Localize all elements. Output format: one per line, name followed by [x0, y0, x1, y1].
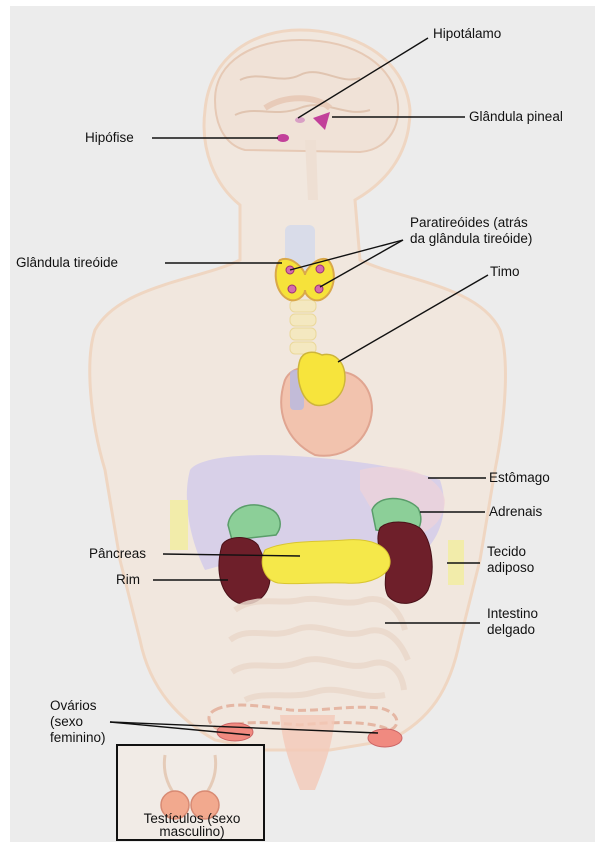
- label-timo: Timo: [490, 264, 520, 280]
- label-rim: Rim: [116, 572, 140, 588]
- pancreas: [262, 540, 390, 584]
- label-glandula-pineal: Glândula pineal: [469, 109, 563, 125]
- label-testiculos: Testículos (sexo masculino): [140, 812, 244, 838]
- label-pancreas: Pâncreas: [89, 546, 146, 562]
- label-ovarios-line2: (sexo: [50, 714, 106, 730]
- label-tecido-adiposo: Tecido adiposo: [487, 544, 534, 576]
- label-estomago: Estômago: [489, 470, 550, 486]
- label-tecido-line1: Tecido: [487, 544, 534, 560]
- label-glandula-tireoide: Glândula tireóide: [16, 255, 118, 271]
- adrenal-left: [228, 505, 280, 540]
- label-paratireoides-line2: da glândula tireóide): [410, 231, 532, 247]
- label-intestino-delgado: Intestino delgado: [487, 606, 538, 638]
- label-tecido-line2: adiposo: [487, 560, 534, 576]
- label-hipotalamo: Hipotálamo: [433, 26, 501, 42]
- label-ovarios-line1: Ovários: [50, 698, 106, 714]
- label-intestino-line2: delgado: [487, 622, 538, 638]
- label-paratireoides: Paratireóides (atrás da glândula tireóid…: [410, 215, 532, 247]
- label-intestino-line1: Intestino: [487, 606, 538, 622]
- label-adrenais: Adrenais: [489, 504, 542, 520]
- hipotalamo-gland: [295, 117, 305, 123]
- adipose-tissue-left: [170, 500, 188, 550]
- label-testiculos-line2: masculino): [140, 825, 244, 838]
- thymus: [298, 352, 345, 405]
- label-hipofise: Hipófise: [85, 130, 134, 146]
- label-paratireoides-line1: Paratireóides (atrás: [410, 215, 532, 231]
- label-ovarios-line3: feminino): [50, 730, 106, 746]
- hipofise-gland: [277, 134, 289, 142]
- ovary-right: [368, 729, 402, 747]
- label-ovarios: Ovários (sexo feminino): [50, 698, 106, 746]
